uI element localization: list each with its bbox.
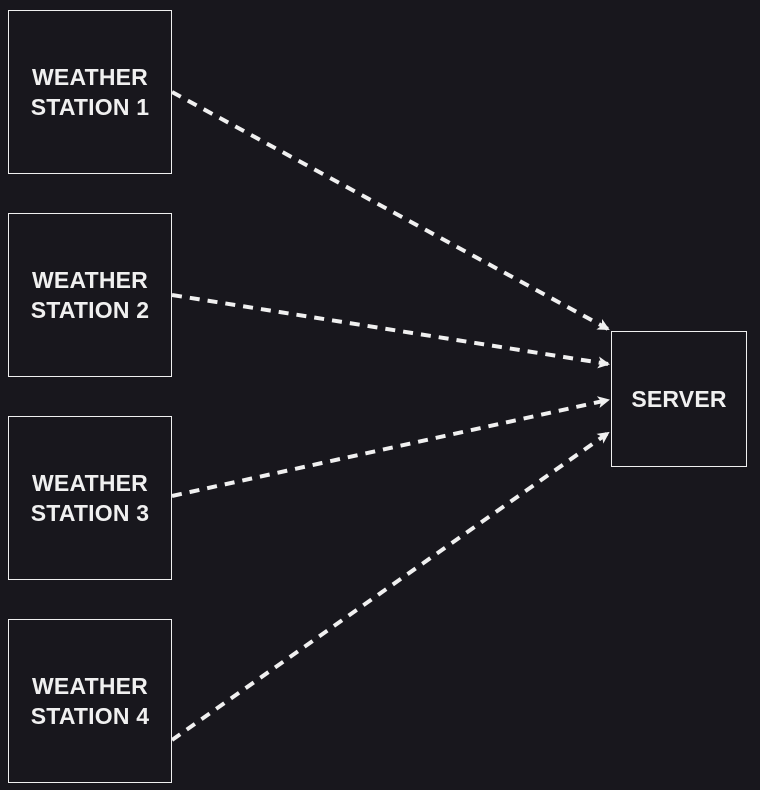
station-label-line2: STATION 2 (30, 297, 150, 323)
server-node[interactable]: SERVER (611, 331, 747, 467)
server-label: SERVER (631, 386, 727, 412)
weather-station-2-node[interactable]: WEATHER STATION 2 (8, 213, 172, 377)
station-label-line2: STATION 3 (30, 500, 150, 526)
edge-station-3-to-server (171, 396, 610, 498)
weather-station-4-node[interactable]: WEATHER STATION 4 (8, 619, 172, 783)
edge-station-1-to-server (171, 90, 610, 331)
station-label-line1: WEATHER (32, 470, 148, 496)
station-label-line1: WEATHER (32, 267, 148, 293)
edge-station-2-to-server (171, 293, 610, 369)
station-label-line2: STATION 1 (30, 94, 150, 120)
weather-station-3-node[interactable]: WEATHER STATION 3 (8, 416, 172, 580)
weather-station-1-node[interactable]: WEATHER STATION 1 (8, 10, 172, 174)
edge-station-4-to-server (170, 431, 610, 742)
station-label-line2: STATION 4 (30, 703, 150, 729)
station-label-line1: WEATHER (32, 673, 148, 699)
station-label-line1: WEATHER (32, 64, 148, 90)
